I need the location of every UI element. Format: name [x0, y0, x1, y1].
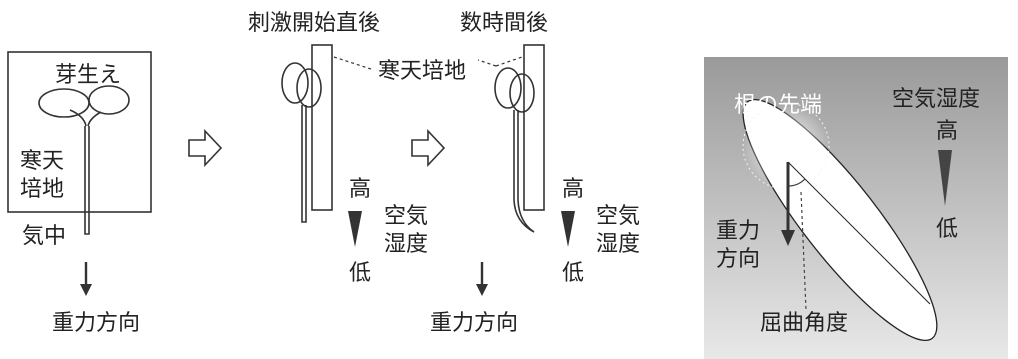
root-tip-label: 根の先端 [734, 93, 822, 118]
root-axis-line [787, 161, 931, 305]
leader-line [495, 56, 523, 67]
agar-label-line2: 培地 [20, 177, 64, 202]
panel-3-hours-after: 数時間後 高 低 空気 湿度 重力方向 [430, 11, 640, 336]
air-humidity-line1: 空気 [596, 204, 640, 229]
gravity-arrow-icon [80, 262, 92, 296]
humidity-low-label: 低 [936, 217, 958, 242]
humidity-high-label: 高 [562, 177, 584, 202]
agar-strip [523, 44, 545, 211]
gravity-direction-label: 重力方向 [52, 311, 140, 336]
leader-line [333, 56, 375, 71]
transition-arrow-icon [188, 128, 223, 168]
panel-2-immediately-after: 刺激開始直後 寒天培地 高 低 空気 湿度 [248, 11, 466, 286]
panel-4-root-tip-detail: 根の先端 空気湿度 高 低 重力 方向 屈曲角度 [704, 57, 1008, 359]
gravity-arrow-icon [781, 162, 795, 246]
transition-arrow-icon [411, 128, 446, 168]
sprout-label: 芽生え [55, 63, 121, 88]
panel-2-title: 刺激開始直後 [248, 11, 380, 36]
agar-medium-label: 寒天培地 [378, 59, 466, 84]
air-label: 気中 [22, 224, 66, 249]
air-humidity-label: 空気湿度 [892, 87, 980, 112]
humidity-gradient-marker [938, 150, 952, 206]
leader-line [477, 59, 497, 67]
gravity-direction-label: 重力方向 [430, 311, 518, 336]
humidity-high-label: 高 [936, 119, 958, 144]
bent-seedling-icon [494, 67, 535, 233]
gravity-arrow-icon [476, 262, 488, 296]
gravity-label-line2: 方向 [716, 247, 760, 272]
gravity-label-line1: 重力 [716, 219, 760, 244]
humidity-low-label: 低 [562, 261, 584, 286]
panel-3-title: 数時間後 [460, 11, 548, 36]
agar-strip [311, 44, 333, 211]
root-tip-icon [742, 98, 938, 342]
humidity-low-label: 低 [349, 261, 371, 286]
humidity-high-label: 高 [349, 177, 371, 202]
humidity-gradient-marker [561, 211, 575, 247]
air-humidity-line2: 湿度 [384, 232, 428, 257]
bend-angle-arc [787, 178, 806, 187]
leader-line [800, 191, 807, 311]
panel-1-seedling-on-agar: 芽生え 寒天 培地 気中 重力方向 [7, 51, 152, 336]
agar-label-line1: 寒天 [20, 149, 64, 174]
seedling-icon [281, 62, 322, 223]
bend-angle-label: 屈曲角度 [760, 311, 848, 336]
humidity-gradient-marker [348, 211, 362, 247]
agar-block-box [7, 51, 152, 213]
seedling-icon [38, 85, 130, 235]
air-humidity-line1: 空気 [384, 204, 428, 229]
air-humidity-line2: 湿度 [596, 232, 640, 257]
